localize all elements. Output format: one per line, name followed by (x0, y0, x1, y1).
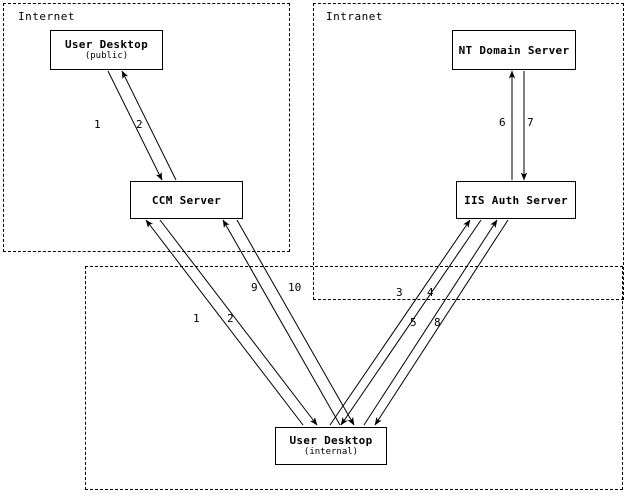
edge-label-1-internal: 1 (193, 312, 200, 325)
node-title-user-desktop-public: User Desktop (64, 38, 149, 51)
edge-label-9: 9 (251, 281, 258, 294)
edge-1-internal-to-ccm (145, 219, 304, 426)
edge-1-public-to-ccm (107, 70, 163, 181)
node-sub-user-desktop-public: (public) (84, 51, 129, 61)
edge-label-5: 5 (410, 316, 417, 329)
edge-4-iis-to-internal (340, 219, 482, 426)
edge-label-2-public: 2 (136, 118, 143, 131)
edge-label-3: 3 (396, 286, 403, 299)
node-title-iis-auth-server: IIS Auth Server (464, 193, 568, 207)
edge-2-ccm-to-internal (159, 219, 318, 426)
node-sub-user-desktop-internal: (internal) (303, 447, 359, 457)
edge-label-1-public: 1 (94, 118, 101, 131)
edge-label-4: 4 (427, 286, 434, 299)
edge-10-ccm-to-internal (236, 219, 355, 426)
edge-label-6: 6 (499, 116, 506, 129)
edge-label-7: 7 (527, 116, 534, 129)
edge-label-10: 10 (288, 281, 302, 294)
edge-label-2-internal: 2 (227, 312, 234, 325)
node-title-user-desktop-internal: User Desktop (289, 434, 373, 447)
zone-label-intranet: Intranet (326, 10, 383, 23)
edge-9-internal-to-ccm (222, 219, 341, 426)
node-ccm-server[interactable]: CCM Server (130, 181, 243, 219)
edge-8-iis-to-internal (374, 219, 509, 426)
edge-2-ccm-to-public (121, 70, 177, 181)
edge-5-internal-to-iis (363, 219, 498, 426)
node-user-desktop-internal[interactable]: User Desktop (internal) (275, 427, 387, 465)
node-iis-auth-server[interactable]: IIS Auth Server (456, 181, 576, 219)
edge-3-internal-to-iis (329, 219, 471, 426)
zone-intranet (313, 3, 624, 300)
zone-internal-lan (85, 266, 623, 490)
node-user-desktop-public[interactable]: User Desktop (public) (50, 30, 163, 70)
zone-label-internet: Internet (18, 10, 75, 23)
zone-internet (3, 3, 290, 252)
edge-label-8: 8 (434, 316, 441, 329)
node-title-ccm-server: CCM Server (151, 193, 222, 207)
node-title-nt-domain-server: NT Domain Server (458, 43, 570, 57)
node-nt-domain-server[interactable]: NT Domain Server (452, 30, 576, 70)
